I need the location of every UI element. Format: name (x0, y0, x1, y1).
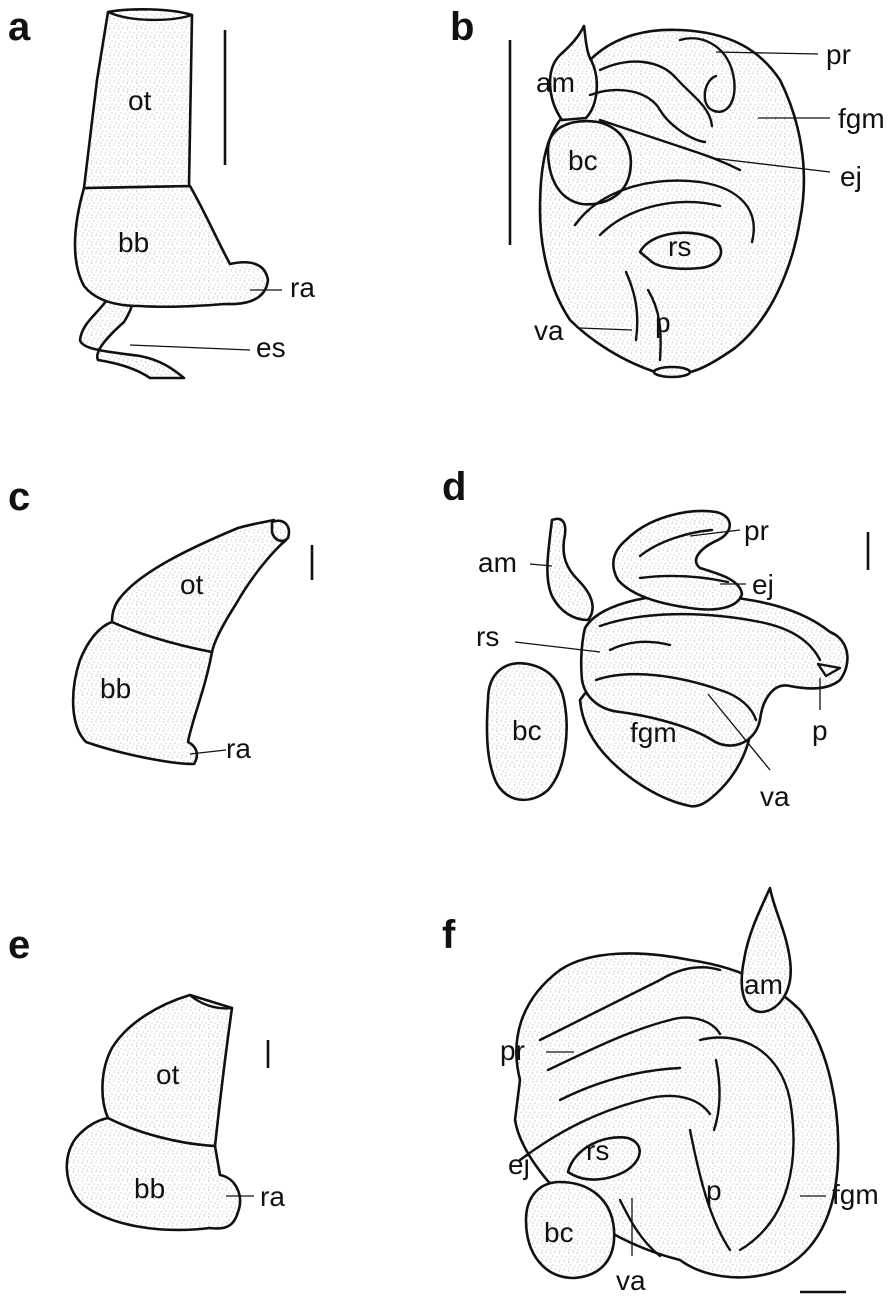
label-bc: bc (512, 715, 542, 746)
panel-e: e ot bb ra (8, 923, 285, 1230)
label-fgm: fgm (838, 103, 885, 134)
label-bc: bc (544, 1217, 574, 1248)
label-ot: ot (128, 85, 152, 116)
label-bb: bb (134, 1173, 165, 1204)
label-ra: ra (260, 1181, 285, 1212)
label-pr: pr (744, 515, 769, 546)
label-pr: pr (500, 1035, 525, 1066)
label-ej: ej (752, 569, 774, 600)
label-rs: rs (476, 621, 499, 652)
panel-letter: e (8, 923, 30, 967)
label-am: am (478, 547, 517, 578)
label-va: va (760, 781, 790, 812)
label-pr: pr (826, 39, 851, 70)
albumen-gland-shape (547, 519, 592, 620)
label-ej: ej (508, 1149, 530, 1180)
panel-letter: b (450, 5, 474, 49)
label-fgm: fgm (832, 1179, 879, 1210)
label-fgm: fgm (630, 717, 677, 748)
label-p: p (706, 1175, 722, 1206)
label-ra: ra (290, 272, 315, 303)
panel-letter: f (442, 913, 456, 957)
leader-line (130, 345, 250, 350)
panel-f: f am pr ej rs bc p fgm va (442, 888, 879, 1296)
label-p: p (812, 715, 828, 746)
label-ra: ra (226, 733, 251, 764)
label-rs: rs (586, 1135, 609, 1166)
label-bc: bc (568, 145, 598, 176)
label-es: es (256, 332, 286, 363)
label-ot: ot (156, 1059, 180, 1090)
panel-letter: a (8, 5, 31, 49)
label-ej: ej (840, 161, 862, 192)
panel-letter: c (8, 475, 30, 519)
label-am: am (744, 969, 783, 1000)
label-p: p (655, 307, 671, 338)
buccal-bulb-shape (75, 186, 268, 307)
oral-tube-opening (272, 521, 289, 541)
label-va: va (616, 1265, 646, 1296)
label-rs: rs (668, 231, 691, 262)
panel-b: b am pr fgm bc ej rs va p (450, 5, 885, 377)
panel-c: c ot bb ra (8, 475, 312, 764)
panel-letter: d (442, 465, 466, 509)
prostate-shape (613, 511, 742, 609)
label-ot: ot (180, 569, 204, 600)
oesophagus-shape (80, 296, 184, 378)
panel-d: d am pr ej rs bc fgm p va (442, 465, 868, 812)
genital-pore (654, 367, 690, 377)
label-am: am (536, 67, 575, 98)
label-bb: bb (100, 673, 131, 704)
label-va: va (534, 315, 564, 346)
label-bb: bb (118, 227, 149, 258)
panel-a: a ot bb ra es (8, 5, 315, 378)
